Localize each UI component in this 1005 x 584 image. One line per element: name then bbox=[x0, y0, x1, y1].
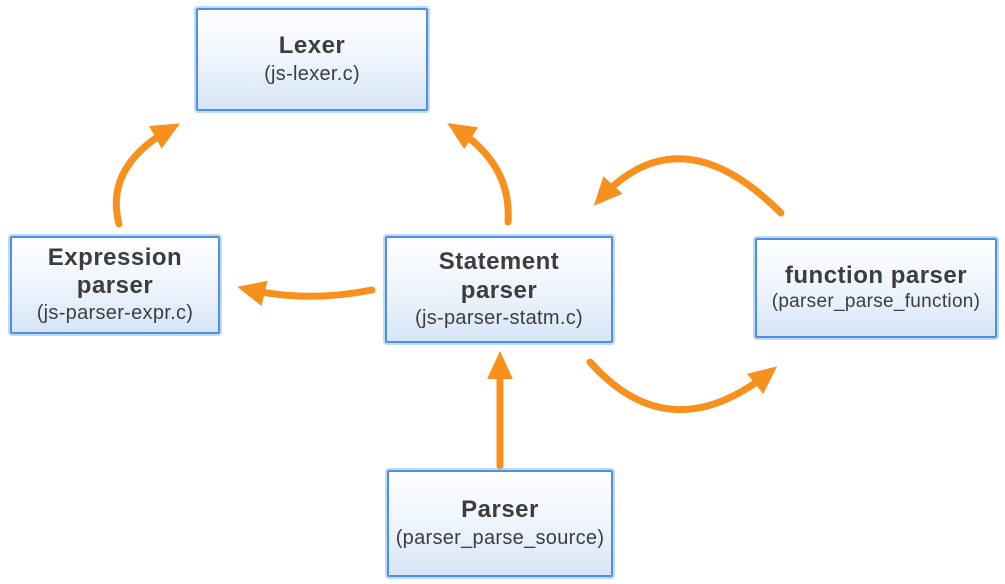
node-function-parser: function parser (parser_parse_function) bbox=[755, 238, 997, 338]
arrow-statement-parser-to-expression-parser bbox=[237, 280, 376, 306]
node-lexer: Lexer (js-lexer.c) bbox=[196, 8, 428, 111]
node-function-parser-title: function parser bbox=[784, 261, 968, 289]
node-parser: Parser (parser_parse_source) bbox=[387, 470, 613, 577]
node-function-parser-subtitle: (parser_parse_function) bbox=[771, 290, 981, 312]
node-expression-parser-title: Expression parser bbox=[47, 243, 183, 299]
node-statement-parser: Statement parser (js-parser-statm.c) bbox=[385, 236, 613, 343]
arrow-function-parser-to-statement-parser bbox=[593, 155, 785, 217]
node-expression-parser: Expression parser (js-parser-expr.c) bbox=[10, 236, 220, 334]
node-lexer-title: Lexer bbox=[278, 32, 346, 60]
arrow-statement-parser-to-lexer bbox=[447, 123, 512, 226]
node-parser-title: Parser bbox=[461, 496, 539, 524]
node-parser-subtitle: (parser_parse_source) bbox=[395, 526, 605, 549]
arrow-statement-parser-to-function-parser bbox=[586, 358, 778, 413]
arrow-expression-parser-to-lexer bbox=[112, 123, 180, 228]
node-statement-parser-title: Statement parser bbox=[438, 248, 560, 304]
node-statement-parser-subtitle: (js-parser-statm.c) bbox=[415, 306, 583, 329]
node-lexer-subtitle: (js-lexer.c) bbox=[264, 62, 360, 85]
node-expression-parser-subtitle: (js-parser-expr.c) bbox=[36, 302, 194, 325]
